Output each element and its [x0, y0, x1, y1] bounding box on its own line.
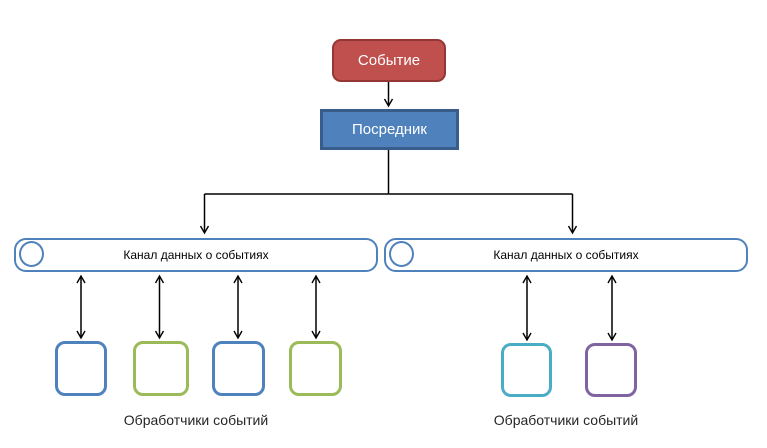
mediator-box-label: Посредник: [352, 121, 427, 138]
cylinder-cap-icon: [19, 241, 44, 267]
channel-2: Канал данных о событиях: [384, 238, 748, 272]
handler-box-5: [501, 343, 552, 397]
handler-box-2: [133, 341, 189, 396]
handler-box-3: [212, 341, 265, 396]
event-box: Событие: [332, 39, 446, 82]
handler-box-1: [55, 341, 107, 396]
channel-1-label: Канал данных о событиях: [123, 248, 269, 262]
channel-1: Канал данных о событиях: [14, 238, 378, 272]
event-box-label: Событие: [357, 52, 421, 69]
mediator-box: Посредник: [320, 109, 459, 150]
arrow-mediator-to-channels: [199, 150, 578, 235]
cylinder-cap-icon: [389, 241, 414, 267]
handler-box-6: [585, 343, 637, 397]
handler-group-label-2: Обработчики событий: [493, 412, 639, 428]
handler-box-4: [289, 341, 342, 396]
channel-2-label: Канал данных о событиях: [493, 248, 639, 262]
handler-group-label-1: Обработчики событий: [123, 412, 269, 428]
